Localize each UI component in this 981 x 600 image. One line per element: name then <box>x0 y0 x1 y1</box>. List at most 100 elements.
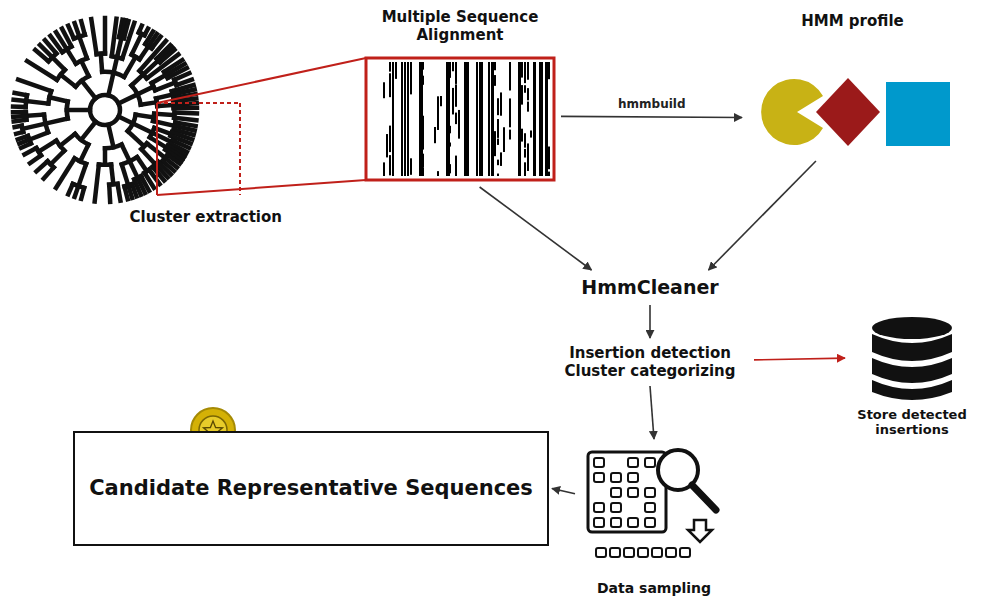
illustration-stroke <box>81 188 84 199</box>
illustration-stroke <box>422 154 424 167</box>
illustration-stroke <box>68 26 74 39</box>
illustration-stroke <box>527 143 529 171</box>
illustration-stroke <box>27 61 57 80</box>
illustration-stroke <box>131 74 143 85</box>
illustration-stroke <box>524 85 526 93</box>
illustration-stroke <box>449 126 451 133</box>
illustration-stroke <box>157 180 366 195</box>
illustration-stroke <box>645 503 655 512</box>
node-text: HMM profile <box>801 12 904 30</box>
illustration-stroke <box>521 62 523 78</box>
sampling-step: Data sampling <box>578 442 730 599</box>
illustration-stroke <box>81 61 88 76</box>
illustration-stroke <box>67 49 76 63</box>
node-text: HmmCleaner <box>581 276 718 299</box>
illustration-stroke <box>132 34 142 55</box>
illustration-stroke <box>521 85 523 105</box>
illustration-stroke <box>114 57 118 73</box>
illustration-stroke <box>488 62 490 176</box>
illustration-stroke <box>101 54 102 72</box>
illustration-stroke <box>26 101 48 104</box>
illustration-stroke <box>692 485 716 510</box>
illustration-stroke <box>652 548 662 557</box>
database-store: Store detected insertions <box>848 312 976 440</box>
step-text: Insertion detection Cluster categorizing <box>549 341 751 383</box>
illustration-stroke <box>108 125 113 148</box>
flow-arrow <box>649 305 651 338</box>
illustration-stroke <box>422 116 424 150</box>
illustration-stroke <box>14 120 27 122</box>
illustration-stroke <box>39 141 57 152</box>
illustration-stroke <box>594 518 604 527</box>
illustration-stroke <box>108 73 113 96</box>
illustration-stroke <box>144 29 148 36</box>
edge-label: hmmbuild <box>615 97 689 111</box>
illustration-stroke <box>455 113 457 125</box>
illustration-stroke <box>118 184 121 201</box>
illustration-stroke <box>545 62 548 176</box>
illustration-stroke <box>680 548 690 557</box>
illustration-stroke <box>449 62 451 78</box>
illustration-stroke <box>449 143 451 147</box>
illustration-stroke <box>29 132 48 139</box>
illustration-stroke <box>509 98 511 127</box>
tool-name: HmmCleaner <box>573 273 727 302</box>
illustration-stroke <box>138 87 154 95</box>
illustration-stroke <box>124 57 136 77</box>
illustration-stroke <box>56 158 75 187</box>
illustration-stroke <box>392 62 394 176</box>
illustration-stroke <box>52 57 65 70</box>
illustration-stroke <box>156 103 158 195</box>
flow-arrow <box>561 116 742 117</box>
illustration-stroke <box>81 122 96 140</box>
illustration-stroke <box>117 38 121 57</box>
illustration-stroke <box>594 458 604 467</box>
illustration-stroke <box>872 334 952 361</box>
illustration-stroke <box>530 130 532 137</box>
illustration-stroke <box>383 62 550 176</box>
illustration-stroke <box>75 23 80 36</box>
illustration-stroke <box>82 81 96 99</box>
illustration-stroke <box>122 164 128 185</box>
flow-arrow <box>480 187 592 270</box>
illustration-stroke <box>628 488 638 497</box>
illustration-stroke <box>119 94 138 103</box>
illustration-stroke <box>68 184 73 194</box>
node-text: Insertion detection Cluster categorizing <box>555 344 745 380</box>
illustration-stroke <box>80 144 88 161</box>
zoom-callout <box>157 58 366 195</box>
illustration-stroke <box>107 185 112 202</box>
flow-arrow <box>552 489 575 494</box>
illustration-stroke <box>81 21 85 35</box>
illustration-stroke <box>112 19 117 56</box>
illustration-stroke <box>152 75 166 83</box>
illustration-stroke <box>95 164 99 201</box>
illustration-stroke <box>60 134 75 146</box>
illustration-stroke <box>645 458 655 467</box>
illustration-stroke <box>389 155 391 175</box>
illustration-stroke <box>15 126 22 127</box>
illustration-stroke <box>36 161 47 171</box>
illustration-stroke <box>645 518 655 527</box>
illustration-stroke <box>872 358 952 383</box>
flow-arrow <box>650 386 654 439</box>
illustration-stroke <box>44 167 54 178</box>
illustration-stroke <box>111 164 113 184</box>
illustration-stroke <box>497 98 499 115</box>
illustration-stroke <box>91 19 96 54</box>
illustration-stroke <box>407 62 409 176</box>
illustration-stroke <box>239 103 241 195</box>
illustration-stroke <box>140 46 149 59</box>
illustration-stroke <box>157 102 240 104</box>
illustration-stroke <box>61 75 76 87</box>
illustration-stroke <box>548 147 550 170</box>
illustration-stroke <box>389 62 391 72</box>
sampling-icon <box>588 450 716 557</box>
illustration-stroke <box>761 79 823 145</box>
illustration-stroke <box>527 62 529 80</box>
illustration-stroke <box>383 162 385 176</box>
illustration-stroke <box>75 186 79 197</box>
illustration-stroke <box>467 62 469 176</box>
illustration-stroke <box>410 158 412 174</box>
